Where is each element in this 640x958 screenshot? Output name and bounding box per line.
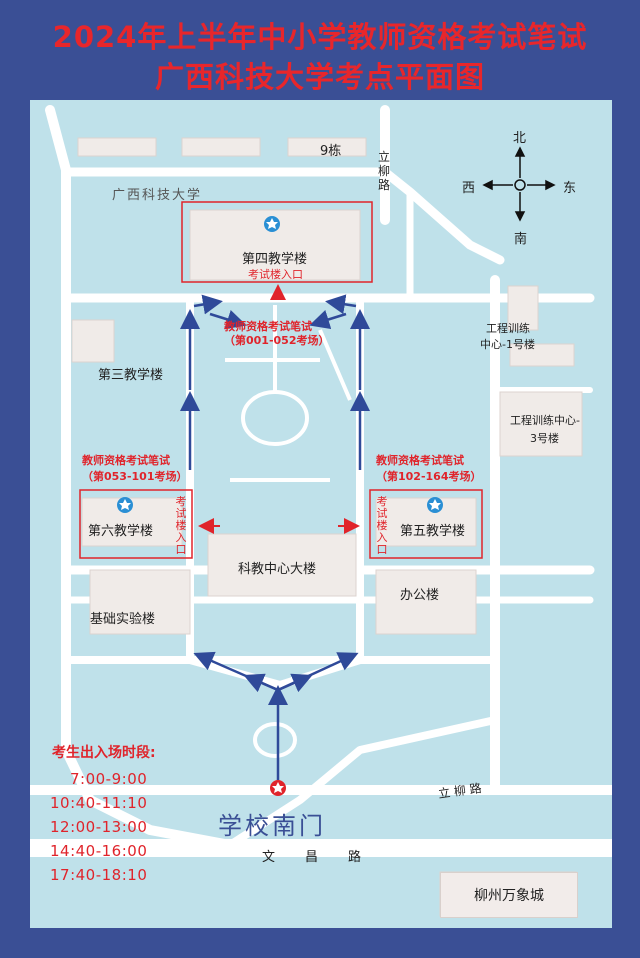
time-slot-2: 10:40-11:10 [50,794,148,812]
wenchang-road-label: 文昌路 [262,850,392,865]
map-pins [117,216,443,796]
engineering1-line1: 工程训练 [486,322,530,335]
exam-right-line2: （第102-164考场） [376,470,482,483]
engineering3-line1: 工程训练中心- [510,414,580,427]
south-gate-label: 学校南门 [218,812,326,840]
inner-paths [225,305,352,758]
compass-west: 西 [462,181,476,196]
exam-left-line2: （第053-101考场） [82,470,188,483]
time-slot-3: 12:00-13:00 [50,818,148,836]
compass-east: 东 [563,181,577,196]
time-slot-5: 17:40-18:10 [50,866,148,884]
building5-label: 第五教学楼 [400,524,466,539]
building6-label: 第六教学楼 [88,524,154,539]
building3-label: 第三教学楼 [98,368,164,383]
poster-title-line2: 广西科技大学考点平面图 [154,60,485,94]
highlight-boxes [79,201,483,559]
exam-top-line1: 教师资格考试笔试 [224,320,312,333]
building4-entrance-label: 考试楼入口 [248,268,303,281]
time-slot-4: 14:40-16:00 [50,842,148,860]
building5-entrance-vertical: 考试楼入口 [376,495,388,556]
exam-top-line2: （第001-052考场） [224,334,330,347]
time-slot-1: 7:00-9:00 [70,770,148,788]
wanxiang-city-label: 柳州万象城 [440,872,578,918]
poster-title-line1: 2024年上半年中小学教师资格考试笔试 [52,20,588,54]
liliu-road-vertical: 立柳路 [378,150,391,192]
route-arrows [180,294,370,780]
building6-entrance-vertical: 考试楼入口 [175,495,187,556]
compass-north: 北 [513,131,527,146]
engineering1-line2: 中心-1号楼 [480,338,535,351]
building4-label: 第四教学楼 [242,252,308,267]
building9-label: 9栋 [320,144,342,159]
office-label: 办公楼 [400,588,440,603]
university-label: 广西科技大学 [112,188,203,203]
exam-right-line1: 教师资格考试笔试 [376,454,464,467]
compass-icon [482,146,556,222]
engineering3-line2: 3号楼 [530,432,559,445]
times-heading: 考生出入场时段: [52,745,156,761]
entrance-arrows [198,284,360,534]
compass-south: 南 [514,232,528,247]
basic-lab-label: 基础实验楼 [90,612,156,627]
science-center-label: 科教中心大楼 [238,562,317,577]
exam-left-line1: 教师资格考试笔试 [82,454,170,467]
